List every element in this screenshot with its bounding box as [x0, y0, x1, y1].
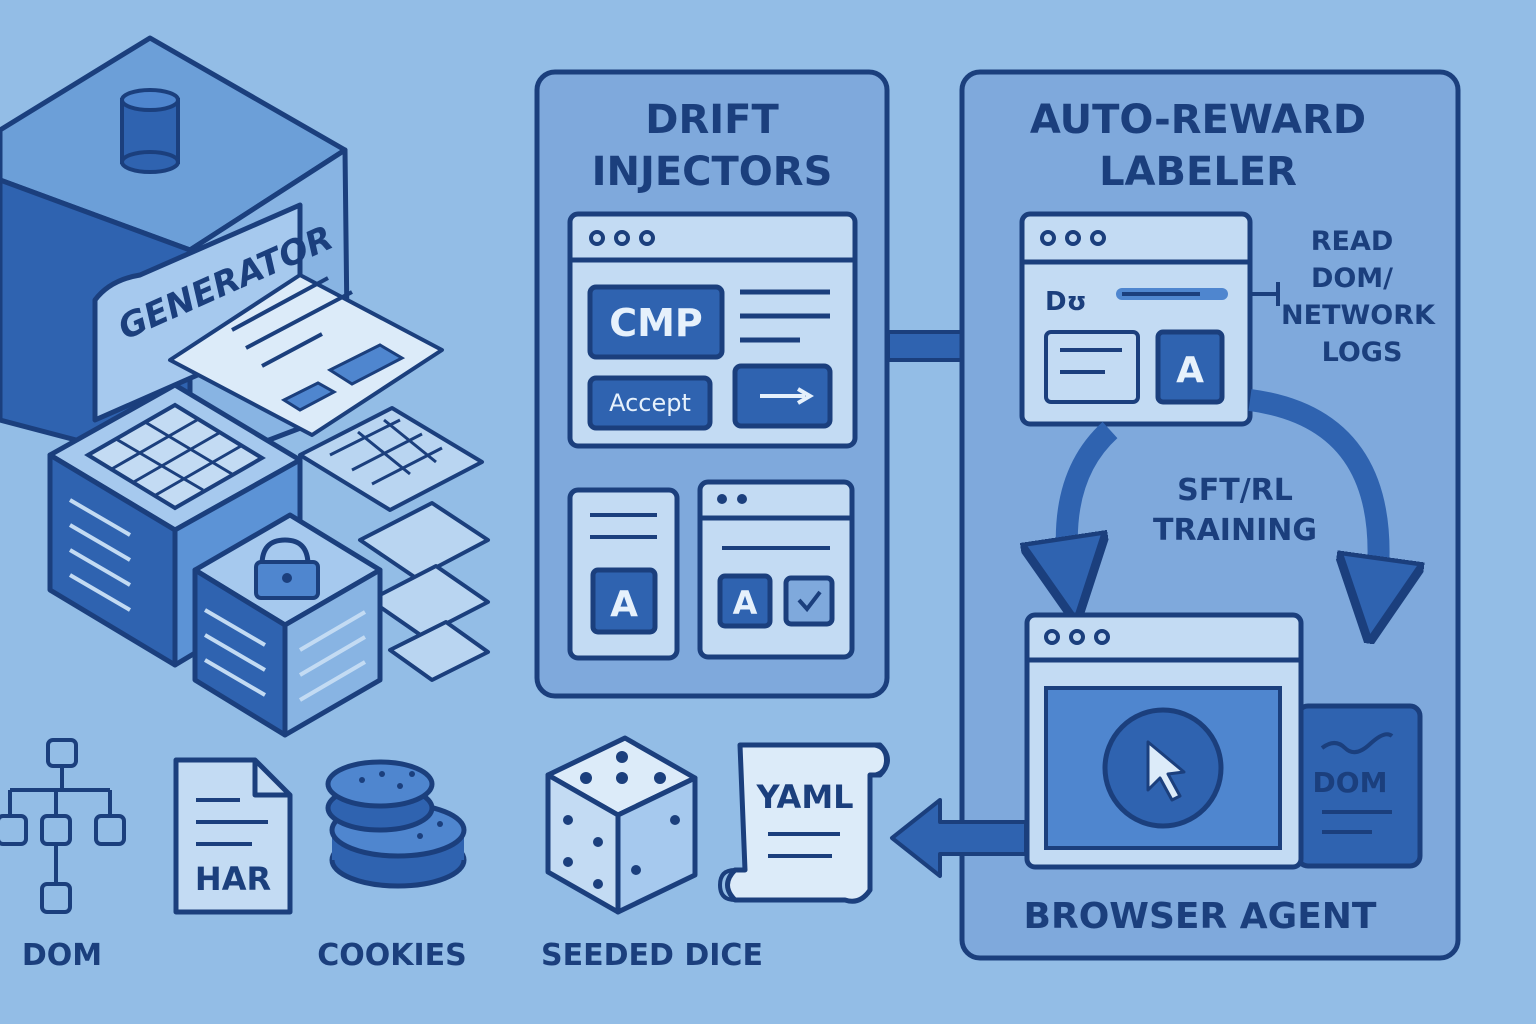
labeler-letter: A — [1176, 350, 1204, 391]
training-arrow-left — [1067, 421, 1118, 580]
agent-browser-window — [1024, 612, 1304, 870]
dom-label: DOM — [22, 938, 102, 973]
training-line1: SFT/RL — [1177, 473, 1293, 508]
cmp-label: CMP — [609, 301, 703, 345]
cookies-label: COOKIES — [317, 938, 467, 973]
lock-icon — [254, 537, 320, 600]
drift-injectors-panel: DRIFT INJECTORS CMP Accept — [534, 69, 890, 699]
lock-cube — [192, 512, 383, 738]
dom-tree-icon — [0, 738, 126, 914]
accept-button[interactable] — [587, 375, 713, 431]
har-file-icon: HAR — [173, 757, 293, 915]
cursor-icon — [1146, 740, 1186, 802]
read-line3: NETWORK — [1281, 300, 1436, 331]
read-line4: LOGS — [1322, 337, 1403, 368]
reward-title-line1: AUTO-REWARD — [1030, 97, 1366, 143]
floating-documents — [168, 273, 490, 682]
agent-dom-label: DOM — [1313, 766, 1388, 799]
auto-reward-panel: AUTO-REWARD LABELER Dʊ A READ DOM/ NETWO… — [959, 69, 1461, 961]
drift-title-line2: INJECTORS — [592, 149, 833, 195]
read-line2: DOM/ — [1311, 263, 1393, 294]
drift-card-left: A — [567, 487, 680, 661]
arrow-back-to-artifacts — [890, 798, 1028, 878]
arrow-right-icon — [760, 387, 814, 405]
reward-title-line2: LABELER — [1099, 149, 1297, 195]
labeler-dom-fragment: Dʊ — [1045, 287, 1087, 317]
training-line2: TRAINING — [1153, 513, 1317, 548]
drift-browser-window: CMP Accept — [567, 211, 858, 449]
dice-icon — [545, 735, 698, 915]
agent-label: BROWSER AGENT — [1024, 896, 1377, 937]
drift-card-right: A — [697, 479, 855, 660]
labeler-browser-window: Dʊ A — [1019, 211, 1280, 427]
cmp-button[interactable] — [587, 284, 725, 360]
seeded-dice-label: SEEDED DICE — [541, 938, 763, 973]
yaml-scroll-icon: YAML — [717, 742, 890, 904]
drift-card-left-letter: A — [610, 584, 638, 625]
checkbox-icon[interactable] — [783, 575, 835, 627]
har-label: HAR — [195, 860, 271, 898]
drift-title-line1: DRIFT — [645, 97, 779, 143]
agent-dom-card: DOM — [1295, 703, 1423, 869]
accept-label: Accept — [609, 389, 691, 417]
yaml-label: YAML — [755, 778, 853, 816]
training-arrow-right — [1248, 389, 1379, 600]
drift-card-right-letter: A — [733, 584, 758, 622]
read-line1: READ — [1311, 226, 1394, 257]
database-icon — [120, 88, 180, 174]
cookies-stack-icon — [325, 759, 467, 889]
